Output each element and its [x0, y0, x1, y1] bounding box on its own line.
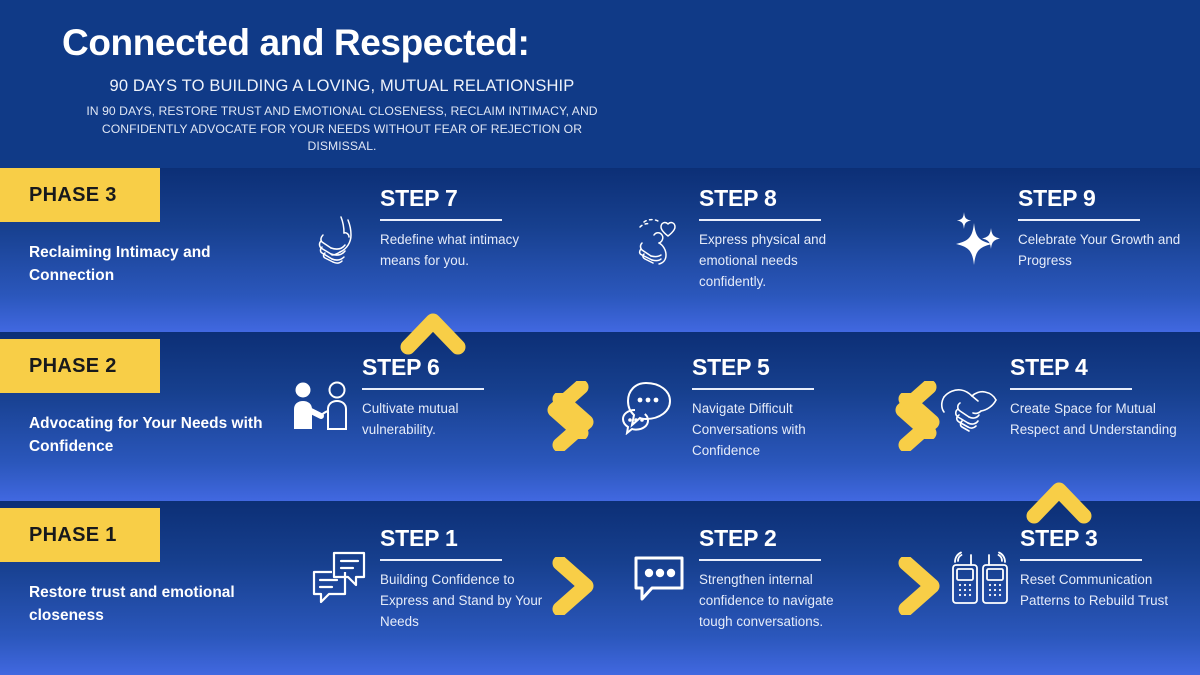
step-rule-5 — [692, 388, 814, 391]
step-text-6: STEP 6 Cultivate mutual vulnerability. — [362, 355, 530, 441]
chevron-right-step2-to-step3 — [896, 557, 942, 615]
phase-label-3: PHASE 3 — [29, 183, 117, 206]
step-rule-4 — [1010, 388, 1132, 391]
clasped-hands-icon — [308, 206, 372, 270]
step-title-6: STEP 6 — [362, 354, 440, 380]
phase-description-3: Reclaiming Intimacy and Connection — [29, 244, 211, 284]
step-card-8[interactable]: STEP 8 Express physical and emotional ne… — [627, 186, 867, 292]
step-rule-9 — [1018, 219, 1140, 222]
chat-bubbles-lines-icon — [308, 546, 372, 610]
phase-band-1: PHASE 1 Restore trust and emotional clos… — [0, 501, 1200, 675]
page-title: Connected and Respected: — [62, 22, 530, 63]
chevron-up-phase1-to-phase2 — [1026, 479, 1092, 530]
sparkle-icon — [946, 206, 1010, 270]
step-text-2: STEP 2 Strengthen internal confidence to… — [699, 526, 867, 632]
phase-band-3: PHASE 3 Reclaiming Intimacy and Connecti… — [0, 168, 1200, 451]
step-description-4: Create Space for Mutual Respect and Unde… — [1010, 401, 1177, 437]
step-card-2[interactable]: STEP 2 Strengthen internal confidence to… — [627, 526, 867, 632]
step-rule-6 — [362, 388, 484, 391]
step-card-3[interactable]: STEP 3 Reset Communication Patterns to R… — [948, 526, 1188, 612]
step-description-5: Navigate Difficult Conversations with Co… — [692, 401, 806, 458]
step-rule-8 — [699, 219, 821, 222]
step-card-1[interactable]: STEP 1 Building Confidence to Express an… — [308, 526, 548, 632]
step-text-3: STEP 3 Reset Communication Patterns to R… — [1020, 526, 1188, 612]
hand-heart-touch-icon — [627, 206, 691, 270]
phase-label-box-3: PHASE 3 — [0, 168, 160, 222]
speech-bubble-dots-icon — [627, 546, 691, 610]
chevron-right-step8-to-step9 — [896, 393, 942, 451]
chevron-right-step7-to-step8 — [550, 393, 596, 451]
step-card-9[interactable]: STEP 9 Celebrate Your Growth and Progres… — [946, 186, 1186, 272]
step-title-7: STEP 7 — [380, 185, 458, 211]
step-text-7: STEP 7 Redefine what intimacy means for … — [380, 186, 548, 272]
phase-description-2: Advocating for Your Needs with Confidenc… — [29, 415, 263, 455]
header-text-block: Connected and Respected: 90 DAYS TO BUIL… — [62, 22, 622, 155]
header-subtitle: 90 DAYS TO BUILDING A LOVING, MUTUAL REL… — [109, 77, 575, 96]
step-text-1: STEP 1 Building Confidence to Express an… — [380, 526, 548, 632]
step-rule-2 — [699, 559, 821, 562]
step-text-4: STEP 4 Create Space for Mutual Respect a… — [1010, 355, 1178, 441]
phase-label-1: PHASE 1 — [29, 523, 117, 546]
walkie-talkie-icon — [948, 546, 1012, 610]
band-background — [0, 168, 1200, 332]
step-card-6[interactable]: STEP 6 Cultivate mutual vulnerability. — [290, 355, 530, 441]
chevron-up-phase2-to-phase3 — [400, 310, 466, 361]
step-rule-7 — [380, 219, 502, 222]
step-description-6: Cultivate mutual vulnerability. — [362, 401, 459, 437]
step-title-9: STEP 9 — [1018, 185, 1096, 211]
step-title-3: STEP 3 — [1020, 525, 1098, 551]
header-description: IN 90 DAYS, RESTORE TRUST AND EMOTIONAL … — [86, 104, 598, 153]
two-speech-bubbles-icon — [620, 375, 684, 439]
phase-band-2: PHASE 2 Advocating for Your Needs with C… — [0, 332, 1200, 501]
step-card-7[interactable]: STEP 7 Redefine what intimacy means for … — [308, 186, 548, 272]
step-title-2: STEP 2 — [699, 525, 777, 551]
phase-label-box-1: PHASE 1 — [0, 508, 160, 562]
step-text-9: STEP 9 Celebrate Your Growth and Progres… — [1018, 186, 1186, 272]
phase-label-box-2: PHASE 2 — [0, 339, 160, 393]
step-title-1: STEP 1 — [380, 525, 458, 551]
step-card-4[interactable]: STEP 4 Create Space for Mutual Respect a… — [938, 355, 1178, 441]
step-rule-1 — [380, 559, 502, 562]
step-card-5[interactable]: STEP 5 Navigate Difficult Conversations … — [620, 355, 860, 461]
handshake-icon — [938, 375, 1002, 439]
step-text-5: STEP 5 Navigate Difficult Conversations … — [692, 355, 860, 461]
phase-description-1: Restore trust and emotional closeness — [29, 584, 235, 624]
band-background — [0, 501, 1200, 675]
chevron-right-step1-to-step2 — [550, 557, 596, 615]
step-description-9: Celebrate Your Growth and Progress — [1018, 232, 1181, 268]
two-people-reaching-icon — [290, 375, 354, 439]
step-description-1: Building Confidence to Express and Stand… — [380, 572, 543, 629]
poster-header: Connected and Respected: 90 DAYS TO BUIL… — [0, 0, 1200, 168]
band-background — [0, 332, 1200, 501]
step-title-5: STEP 5 — [692, 354, 770, 380]
phase-label-2: PHASE 2 — [29, 354, 117, 377]
step-description-7: Redefine what intimacy means for you. — [380, 232, 520, 268]
step-title-4: STEP 4 — [1010, 354, 1088, 380]
step-rule-3 — [1020, 559, 1142, 562]
step-description-8: Express physical and emotional needs con… — [699, 232, 827, 289]
step-title-8: STEP 8 — [699, 185, 777, 211]
step-text-8: STEP 8 Express physical and emotional ne… — [699, 186, 867, 292]
step-description-3: Reset Communication Patterns to Rebuild … — [1020, 572, 1169, 608]
step-description-2: Strengthen internal confidence to naviga… — [699, 572, 834, 629]
